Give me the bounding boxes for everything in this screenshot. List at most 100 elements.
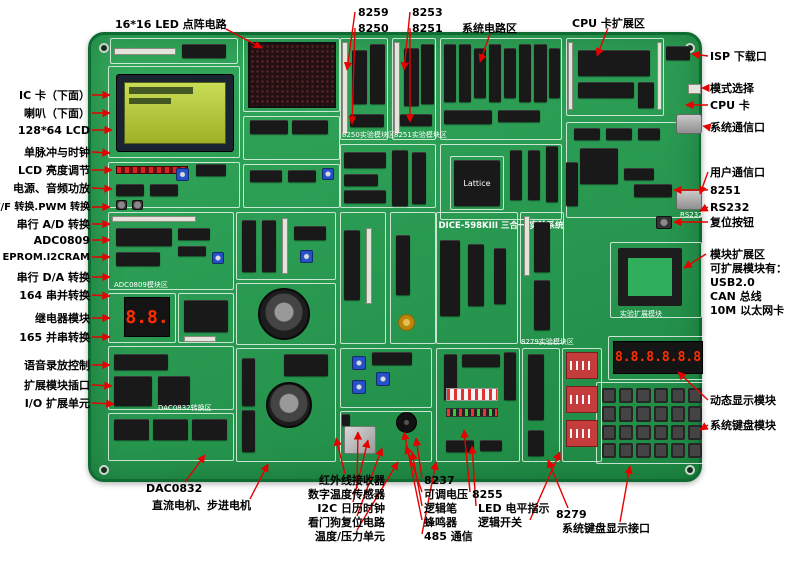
- ic-chip: [196, 164, 226, 176]
- callout-led-level: LED 电平指示: [478, 502, 550, 515]
- callout-adj-voltage: 可调电压: [424, 488, 468, 501]
- ic-chip: [578, 82, 634, 98]
- ic-chip: [534, 222, 550, 272]
- ic-chip: [510, 150, 522, 200]
- user-com-db9-connector: [676, 190, 702, 210]
- logic-dip-switch: [566, 386, 598, 413]
- region-relay: [178, 293, 234, 343]
- ic-chip: [534, 280, 550, 330]
- cpu-chip: [578, 50, 650, 76]
- callout-temp-pressure: 温度/压力单元: [314, 530, 385, 543]
- buzzer: [396, 412, 417, 433]
- ic-socket: [114, 419, 149, 440]
- callout-led-matrix: 16*16 LED 点阵电路: [115, 18, 227, 31]
- adc0809-chip: [116, 228, 172, 246]
- ic-chip: [480, 440, 502, 451]
- plcc-socket-outline: [450, 156, 504, 210]
- callout-buzzer: 蜂鸣器: [424, 516, 457, 529]
- ic-chip: [344, 230, 360, 300]
- callout-cpu-card-expansion: CPU 卡扩展区: [572, 17, 645, 30]
- callout-ethernet: 10M 以太网卡: [710, 304, 785, 317]
- pin-header: [282, 218, 288, 274]
- keypad-key: [687, 424, 702, 440]
- region-col-b: [390, 212, 436, 344]
- region-8253-8251: [392, 38, 436, 140]
- ic-chip: [444, 44, 456, 102]
- keypad-key: [636, 388, 651, 404]
- ic-chip: [574, 128, 600, 140]
- ic-chip: [638, 128, 660, 140]
- region-ic-card-speaker: [110, 38, 238, 64]
- ic-chip: [158, 376, 190, 406]
- trimmer: [376, 372, 390, 386]
- dc-motor-fan: [266, 382, 312, 428]
- callout-module-expansion-note: 可扩展模块有：: [710, 262, 787, 275]
- keypad-key: [636, 442, 651, 458]
- keypad-key: [653, 424, 668, 440]
- region-io-expansion: [236, 348, 336, 462]
- ic-chip-485: [446, 440, 474, 452]
- pin-header: [184, 336, 216, 342]
- ic-chip: [638, 82, 654, 108]
- lattice-chip: Lattice: [454, 160, 500, 206]
- infrared-receiver: [342, 414, 350, 426]
- ic-chip: [549, 48, 560, 98]
- callout-module-expansion: 模块扩展区: [710, 248, 765, 261]
- silkscreen-expansion-area: 实验扩展模块: [620, 310, 662, 318]
- ic-chip-8259: [352, 50, 367, 104]
- callout-single-pulse-clock: 单脉冲与时钟: [24, 146, 90, 159]
- ic-chip: [566, 162, 578, 206]
- callout-adc0809: ADC0809: [33, 234, 90, 247]
- callout-io-expansion: I/O 扩展单元: [24, 397, 90, 410]
- trimmer: [300, 250, 313, 263]
- ic-chip: [459, 44, 471, 102]
- ic-chip: [344, 174, 378, 186]
- ic-socket: [192, 419, 227, 440]
- region-stepper: [236, 283, 336, 345]
- callout-serial-da: 串行 D/A 转换: [16, 271, 90, 284]
- ic-chip: [242, 358, 255, 406]
- ic-chip: [474, 48, 486, 98]
- mounting-hole: [99, 43, 109, 53]
- region-mid-modules: [340, 144, 436, 208]
- callout-lcd-brightness: LCD 亮度调节: [17, 164, 90, 177]
- card-edge-connector: [657, 42, 662, 110]
- callout-vf-pwm: V/F 转换.PWM 转换: [0, 202, 90, 213]
- led-level-strip: [446, 408, 498, 417]
- region-8255: [436, 212, 518, 344]
- dynamic-seven-segment-display: 8.8.8.8.8.8: [613, 341, 703, 374]
- callout-rs232: RS232: [710, 201, 750, 214]
- ic-chip: [178, 228, 210, 240]
- pin-header: [366, 228, 372, 304]
- ic-chip: [462, 354, 500, 367]
- ic-chip: [372, 352, 412, 365]
- ic-chip: [498, 110, 540, 122]
- region-logic-switch: [562, 348, 602, 462]
- ic-chip: [489, 44, 501, 102]
- led-dot-matrix: [248, 42, 336, 108]
- system-keypad: [598, 384, 706, 462]
- callout-logic-pen: 逻辑笔: [424, 502, 457, 515]
- callout-dynamic-display: 动态显示模块: [710, 394, 776, 407]
- callout-motors: 直流电机、步进电机: [152, 499, 251, 512]
- logic-dip-switch: [566, 352, 598, 379]
- callout-ir-receiver: 红外线接收器: [319, 474, 385, 487]
- region-485: [340, 411, 432, 462]
- callout-serial-eprom: 串行 EPROM.I2CRAM: [0, 252, 90, 263]
- callout-8237: 8237: [424, 474, 455, 487]
- lcd-brightness-trimmer: [176, 168, 189, 181]
- ic-chip: [504, 352, 516, 400]
- callout-usb: USB2.0: [710, 276, 755, 289]
- ic-chip: [504, 48, 516, 98]
- callout-165-convert: 165 并串转换: [19, 331, 90, 344]
- region-voice: [108, 346, 234, 410]
- callout-8250: 8250: [358, 22, 389, 35]
- callout-lcd: 128*64 LCD: [17, 124, 90, 137]
- ic-chip: [519, 44, 531, 102]
- ic-chip: [250, 120, 288, 134]
- pulse-button: [116, 200, 127, 210]
- ic-chip: [292, 120, 328, 134]
- silkscreen-adc0809-area: ADC0809模块区: [114, 281, 168, 289]
- callout-8251-top: 8251: [412, 22, 443, 35]
